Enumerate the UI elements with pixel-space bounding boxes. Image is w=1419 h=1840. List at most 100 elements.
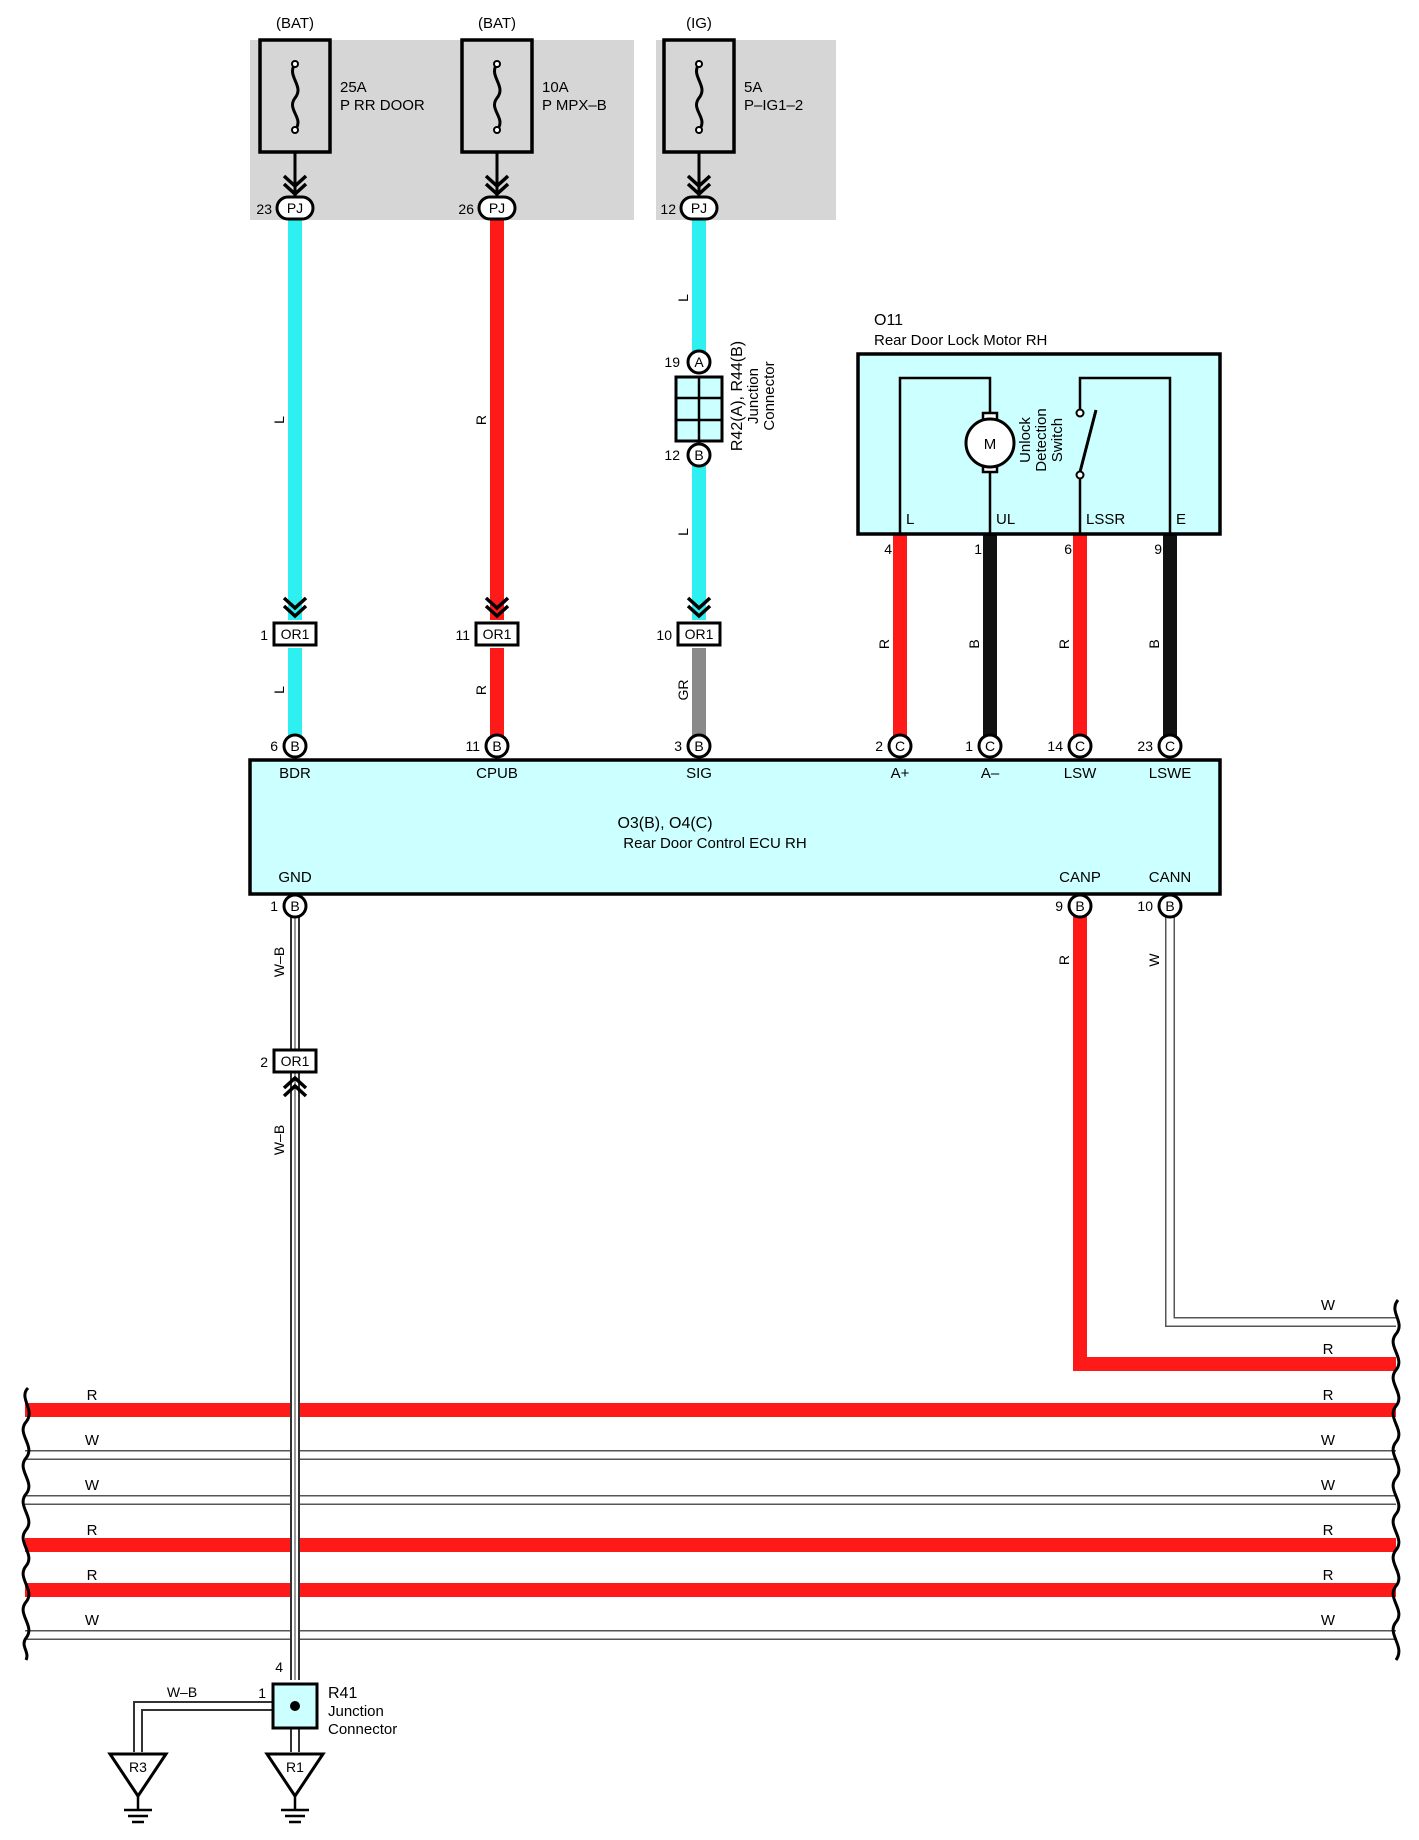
svg-text:B: B [290,738,299,754]
svg-text:2: 2 [260,1054,268,1070]
bus-label: W [85,1432,100,1449]
bus-label: R [1323,1387,1334,1404]
bus-label: R [1323,1341,1334,1358]
svg-text:10: 10 [656,627,672,643]
connector-or1-1: OR1 1 [260,621,318,647]
connector-pj-12: PJ 12 [660,195,719,221]
svg-text:4: 4 [275,1659,283,1675]
break-edge-left [21,1386,31,1661]
svg-text:A: A [694,354,704,370]
ecu-terminal-canp: B 9 [1055,893,1093,919]
ecu-terminal-a-plus: C 2 A+ [875,733,913,782]
bus-label: R [1323,1522,1334,1539]
bus-label: W [1321,1297,1336,1314]
ground-r3: R3 [107,1752,169,1824]
svg-text:A–: A– [981,765,1000,782]
svg-text:A+: A+ [891,765,910,782]
svg-text:11: 11 [455,627,470,643]
ecu-terminal-gnd: B 1 [270,893,308,919]
bus-label: R [87,1522,98,1539]
svg-text:B: B [1075,898,1084,914]
bus-label: W [1321,1612,1336,1629]
wire-canp [1073,910,1396,1371]
svg-text:UL: UL [996,511,1015,528]
svg-text:L: L [906,511,914,528]
svg-text:OR1: OR1 [281,626,310,642]
svg-text:OR1: OR1 [483,626,512,642]
svg-text:Connector: Connector [761,361,778,430]
svg-text:CPUB: CPUB [476,765,518,782]
ecu-terminal-sig: B 3 SIG [674,733,712,782]
bus-label: R [87,1387,98,1404]
svg-text:10: 10 [1137,898,1153,914]
wire-label: B [1146,639,1162,648]
wire-label: W [1146,953,1162,967]
connector-or1-11: OR1 11 [455,621,520,647]
motor-name: Rear Door Lock Motor RH [874,332,1047,349]
svg-text:12: 12 [660,201,676,217]
svg-text:B: B [290,898,299,914]
svg-text:R3: R3 [129,1759,147,1775]
bus-label: R [1323,1567,1334,1584]
fuse-block-ig [656,40,836,220]
svg-text:LSSR: LSSR [1086,511,1125,528]
wire-label: L [271,416,287,424]
fuse-rating: 25A [340,79,367,96]
svg-text:9: 9 [1055,898,1063,914]
svg-text:C: C [1165,738,1175,754]
svg-text:OR1: OR1 [685,626,714,642]
svg-text:B: B [694,447,703,463]
svg-text:1: 1 [974,541,982,557]
fuse-name: P MPX–B [542,97,607,114]
svg-text:PJ: PJ [287,200,303,216]
wire-label: W–B [271,1125,287,1155]
fuse-name: P–IG1–2 [744,97,803,114]
break-edge-right [1391,1299,1401,1661]
ground-icon [264,1752,326,1799]
fuse-p-rr-door: (BAT) 25A P RR DOOR [258,15,425,154]
wire-label: B [966,639,982,648]
svg-text:14: 14 [1047,738,1063,754]
svg-text:3: 3 [674,738,682,754]
bus-label: R [87,1567,98,1584]
svg-text:Detection: Detection [1033,408,1050,471]
svg-text:Junction: Junction [745,368,762,424]
motor-id: O11 [874,312,903,329]
ecu-terminal-cann: B 10 [1137,893,1183,919]
svg-text:23: 23 [1137,738,1153,754]
junction-connector-r42-r44: A 19 B 12 R42(A), R44(B) Junction Connec… [664,341,778,468]
svg-text:Junction: Junction [328,1703,384,1720]
switch-icon [1078,409,1098,473]
fuse-source-label: (BAT) [478,15,516,32]
ecu-terminal-a-minus: C 1 A– [965,733,1003,782]
bus-label: W [85,1612,100,1629]
bus-label: W [85,1477,100,1494]
svg-text:23: 23 [256,201,272,217]
svg-text:C: C [895,738,905,754]
svg-text:Connector: Connector [328,1721,397,1738]
svg-text:C: C [985,738,995,754]
wire-label: W–B [271,947,287,977]
svg-text:E: E [1176,511,1186,528]
svg-text:C: C [1075,738,1085,754]
svg-text:26: 26 [458,201,474,217]
ecu-terminal-cpub: B 11 CPUB [465,733,518,782]
svg-text:Unlock: Unlock [1017,417,1034,463]
svg-text:4: 4 [884,541,892,557]
svg-text:M: M [984,436,997,453]
svg-text:OR1: OR1 [281,1053,310,1069]
svg-text:9: 9 [1154,541,1162,557]
svg-text:1: 1 [270,898,278,914]
wire-label: L [675,528,691,536]
wire-label: R [1056,955,1072,965]
svg-text:LSW: LSW [1064,765,1097,782]
svg-text:B: B [492,738,501,754]
bus-label: W [1321,1432,1336,1449]
wire-label: R [473,685,489,695]
junction-connector-r41: 4 W–B 1 R41 Junction Connector [133,1659,397,1752]
svg-text:6: 6 [270,738,278,754]
svg-text:B: B [694,738,703,754]
rear-door-lock-motor: O11 Rear Door Lock Motor RH M Unlock Det… [856,312,1222,557]
wire-cann [1165,910,1396,1327]
